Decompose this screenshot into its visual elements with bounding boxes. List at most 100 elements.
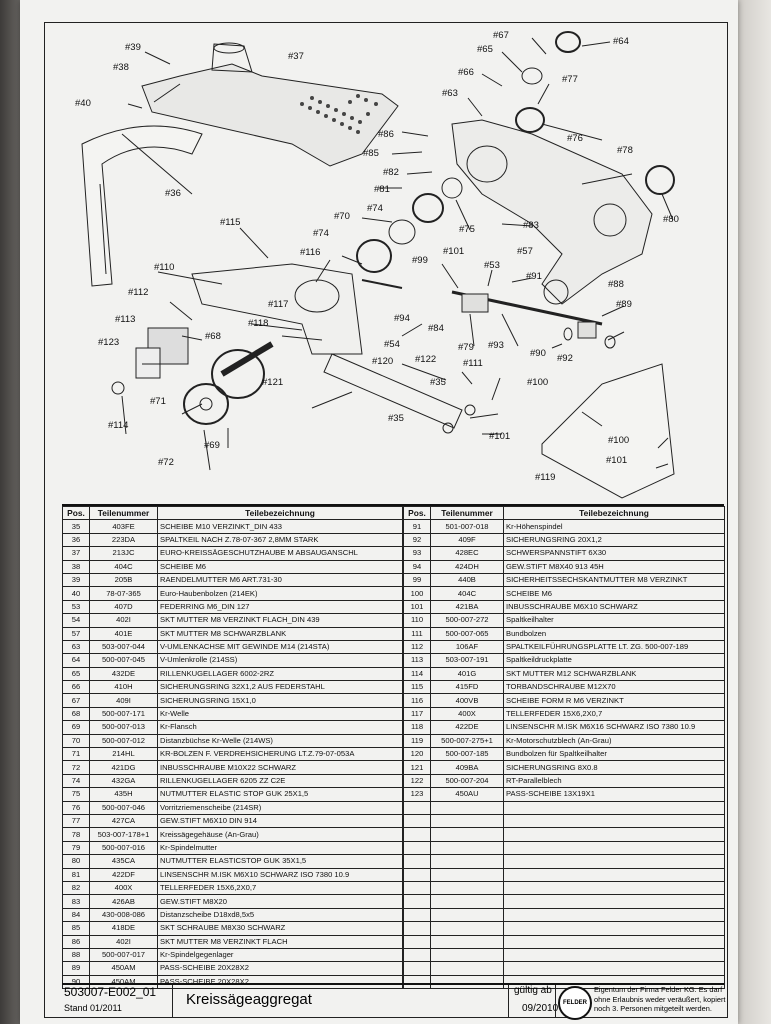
- callout-label: #77: [562, 74, 578, 85]
- table-row: [403, 947, 725, 963]
- valid-from-date: 09/2010: [522, 1003, 559, 1014]
- cell-number: [430, 840, 504, 856]
- cell-name: SKT MUTTER M8 VERZINKT FLACH_DIN 439: [157, 613, 403, 628]
- cell-pos: 66: [62, 680, 90, 695]
- spindle-nut-79: [461, 293, 489, 313]
- callout-label: #119: [535, 472, 556, 483]
- document-title: Kreissägeaggregat: [186, 991, 312, 1008]
- cell-pos: 68: [62, 706, 90, 722]
- callout-label: #64: [613, 36, 629, 47]
- cell-pos: 99: [403, 572, 431, 588]
- housing-bore-right: [593, 203, 627, 237]
- cell-name: SKT MUTTER M8 SCHWARZBLANK: [157, 626, 403, 641]
- callout-label: #39: [125, 42, 141, 53]
- table-row: [403, 921, 725, 936]
- cell-number: [430, 921, 504, 936]
- cell-number: 422DF: [89, 867, 158, 882]
- cell-number: 426AB: [89, 894, 158, 909]
- cell-pos: 64: [62, 653, 90, 668]
- cell-pos: [403, 934, 431, 949]
- cell-number: 223DA: [89, 532, 158, 548]
- cell-number: 213JC: [89, 546, 158, 561]
- cell-pos: 38: [62, 559, 90, 574]
- cell-name: TELLERFEDER 15X6,2X0,7: [157, 880, 403, 896]
- cell-name: LINSENSCHR M.ISK M6X16 SCHWARZ ISO 7380 …: [503, 720, 725, 735]
- cell-name: [503, 827, 725, 842]
- callout-label: #118: [248, 318, 269, 329]
- callout-label: #101: [606, 455, 628, 466]
- cell-pos: 40: [62, 586, 90, 601]
- table-row: [403, 880, 725, 896]
- cell-pos: 63: [62, 639, 90, 655]
- cell-name: RT-Parallelblech: [503, 773, 725, 789]
- cell-pos: [403, 880, 431, 896]
- cell-name: [503, 840, 725, 856]
- header-name: Teilebezeichnung: [503, 505, 725, 521]
- cell-name: Distanzbüchse Kr-Welle (214WS): [157, 733, 403, 749]
- callout-label: #114: [108, 420, 129, 431]
- callout-label: #83: [523, 220, 539, 231]
- table-row: [403, 854, 725, 869]
- cell-name: V-Umlenkrolle (214SS): [157, 653, 403, 668]
- cell-pos: [403, 813, 431, 829]
- cell-name: Kr-Welle: [157, 706, 403, 722]
- cell-name: SPALTKEIL NACH Z.78-07-367 2,8MM STARK: [157, 532, 403, 548]
- header-name: Teilebezeichnung: [157, 505, 403, 521]
- cell-number: 500-007-272: [430, 613, 504, 628]
- cell-name: [503, 867, 725, 882]
- cell-name: SPALTKEILFÜHRUNGSPLATTE LT. ZG. 500-007-…: [503, 639, 725, 655]
- callout-label: #53: [484, 260, 500, 271]
- cell-pos: 117: [403, 706, 431, 722]
- bearing-74-lower: [356, 239, 392, 273]
- cell-number: 205B: [89, 572, 158, 588]
- cell-number: 435H: [89, 787, 158, 802]
- callout-label: #112: [128, 287, 149, 298]
- cell-name: KR-BOLZEN F. VERDREHSICHERUNG LT.Z.79-07…: [157, 747, 403, 762]
- header-pos: Pos.: [62, 505, 90, 521]
- callout-label: #90: [530, 348, 546, 359]
- table-row: [403, 961, 725, 976]
- cell-number: 500-007-275+1: [430, 733, 504, 749]
- cell-number: 500-007-017: [89, 947, 158, 963]
- callout-label: #121: [262, 377, 284, 388]
- cell-pos: 35: [62, 519, 90, 534]
- callout-label: #94: [394, 313, 410, 324]
- spindle-bearing-88: [577, 321, 597, 339]
- table-row: [403, 907, 725, 923]
- callout-label: #37: [288, 51, 304, 62]
- cell-number: [430, 894, 504, 909]
- cell-pos: 57: [62, 626, 90, 641]
- housing-bore-bottom: [543, 279, 569, 305]
- parallel-plate-122: [323, 353, 463, 429]
- cell-pos: 80: [62, 854, 90, 869]
- cell-number: 500-007-185: [430, 747, 504, 762]
- header-number: Teilenummer: [89, 505, 158, 521]
- cell-pos: 65: [62, 666, 90, 682]
- cell-pos: 53: [62, 599, 90, 615]
- callout-label: #66: [458, 67, 474, 78]
- cell-pos: 69: [62, 720, 90, 735]
- callout-label: #123: [98, 337, 120, 348]
- callout-label: #63: [442, 88, 458, 99]
- cell-number: 503-007-191: [430, 653, 504, 668]
- cell-pos: [403, 894, 431, 909]
- callout-label: #111: [463, 358, 483, 369]
- cell-pos: 123: [403, 787, 431, 802]
- cell-number: 450AM: [89, 961, 158, 976]
- pulley-76: [515, 107, 545, 133]
- cell-number: 78-07-365: [89, 586, 158, 601]
- cell-pos: 110: [403, 613, 431, 628]
- cell-pos: 91: [403, 519, 431, 534]
- callout-label: #89: [616, 299, 632, 310]
